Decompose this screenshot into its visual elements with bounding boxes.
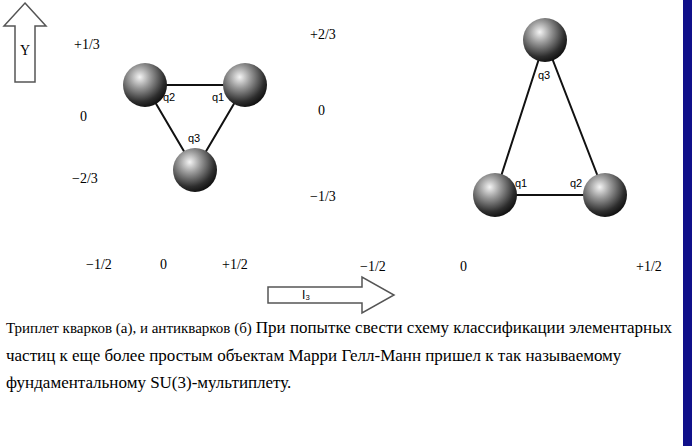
text-block: Триплет кварков (а), и антикварков (б) П… <box>6 314 680 396</box>
axis-value: −1/2 <box>86 258 112 272</box>
axis-value: 0 <box>318 104 325 118</box>
i3-axis-arrow <box>268 277 394 313</box>
antiquark-sphere <box>523 18 567 62</box>
antiquark-sphere <box>473 173 517 217</box>
axis-value: 0 <box>160 258 167 272</box>
axis-value: 0 <box>80 110 87 124</box>
quark-label: q1 <box>515 178 527 189</box>
axis-value: −1/2 <box>360 260 386 274</box>
y-axis-arrow <box>4 3 46 82</box>
axis-name: Y <box>20 44 30 58</box>
figure-caption: Триплет кварков (а), и антикварков (б) <box>6 320 252 336</box>
quark-label: q3 <box>188 133 200 144</box>
axis-value: 0 <box>460 260 467 274</box>
axis-value: +1/2 <box>636 260 662 274</box>
quark-label: q2 <box>570 178 582 189</box>
axis-value: −2/3 <box>72 172 98 186</box>
quark-sphere <box>223 63 267 107</box>
quark-label: q3 <box>538 70 550 81</box>
quark-label: q2 <box>163 92 175 103</box>
triangle <box>495 40 605 195</box>
axis-name: I₃ <box>302 289 310 301</box>
quark-sphere <box>173 148 217 192</box>
axis-value: −1/3 <box>310 190 336 204</box>
quark-label: q1 <box>212 92 224 103</box>
quark-sphere <box>123 63 167 107</box>
axis-value: +1/3 <box>74 38 100 52</box>
axis-value: +1/2 <box>222 258 248 272</box>
antiquark-sphere <box>583 173 627 217</box>
axis-value: +2/3 <box>310 28 336 42</box>
